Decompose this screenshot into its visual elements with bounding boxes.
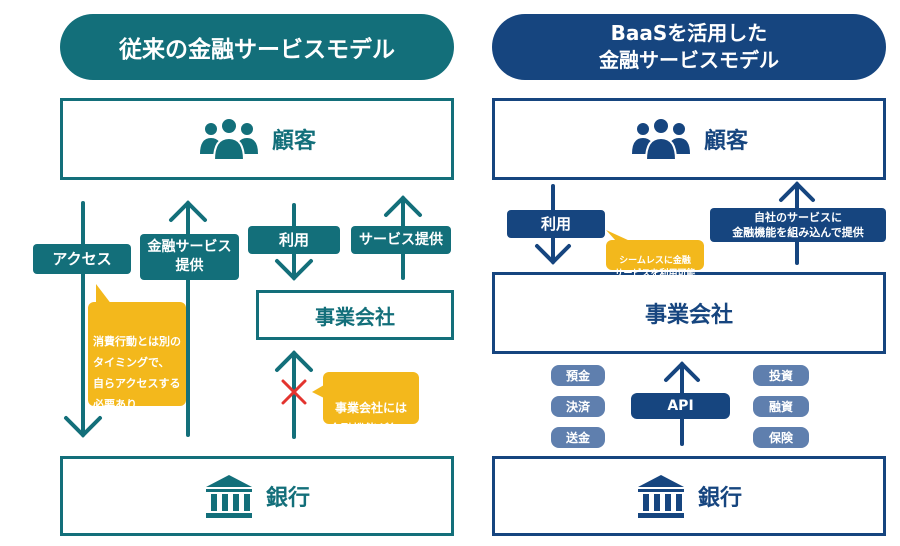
left-title: 従来の金融サービスモデル <box>60 14 454 80</box>
right-customer-box: 顧客 <box>492 98 886 180</box>
service-deposit: 預金 <box>551 365 605 386</box>
left-bank-label: 銀行 <box>265 486 310 511</box>
right-customer-label: 顧客 <box>703 129 748 154</box>
embed-service-label: 自社のサービスに 金融機能を組み込んで提供 <box>710 208 886 242</box>
service-settlement: 決済 <box>551 396 605 417</box>
right-company-box: 事業会社 <box>492 272 886 354</box>
service-insurance: 保険 <box>753 427 809 448</box>
left-use-label: 利用 <box>248 226 340 254</box>
people-icon <box>631 117 690 161</box>
right-title: BaaSを活用した 金融サービスモデル <box>492 14 886 80</box>
left-customer-label: 顧客 <box>271 129 316 154</box>
left-company-label: 事業会社 <box>315 304 395 329</box>
left-bank-box: 銀行 <box>60 456 454 536</box>
api-label: API <box>631 393 730 419</box>
service-provide-label: サービス提供 <box>351 226 451 254</box>
right-bank-label: 銀行 <box>697 486 742 511</box>
people-icon <box>199 117 258 161</box>
service-financing: 融資 <box>753 396 809 417</box>
right-company-label: 事業会社 <box>644 303 733 328</box>
bank-icon <box>205 475 252 518</box>
right-bank-box: 銀行 <box>492 456 886 536</box>
financial-service-provide-label: 金融サービス 提供 <box>140 234 239 280</box>
left-company-box: 事業会社 <box>256 290 454 340</box>
service-investment: 投資 <box>753 365 809 386</box>
right-use-label: 利用 <box>507 210 605 238</box>
cross-icon <box>281 379 307 405</box>
access-label: アクセス <box>33 244 131 274</box>
service-remittance: 送金 <box>551 427 605 448</box>
left-customer-box: 顧客 <box>60 98 454 180</box>
seamless-note: シームレスに金融 サービスを利用可能 <box>606 240 704 279</box>
bank-icon <box>637 475 684 518</box>
company-note: 事業会社には 金融機能が無い <box>323 372 419 436</box>
access-note: 消費行動とは別の タイミングで、 自らアクセスする 必要あり <box>88 302 186 411</box>
